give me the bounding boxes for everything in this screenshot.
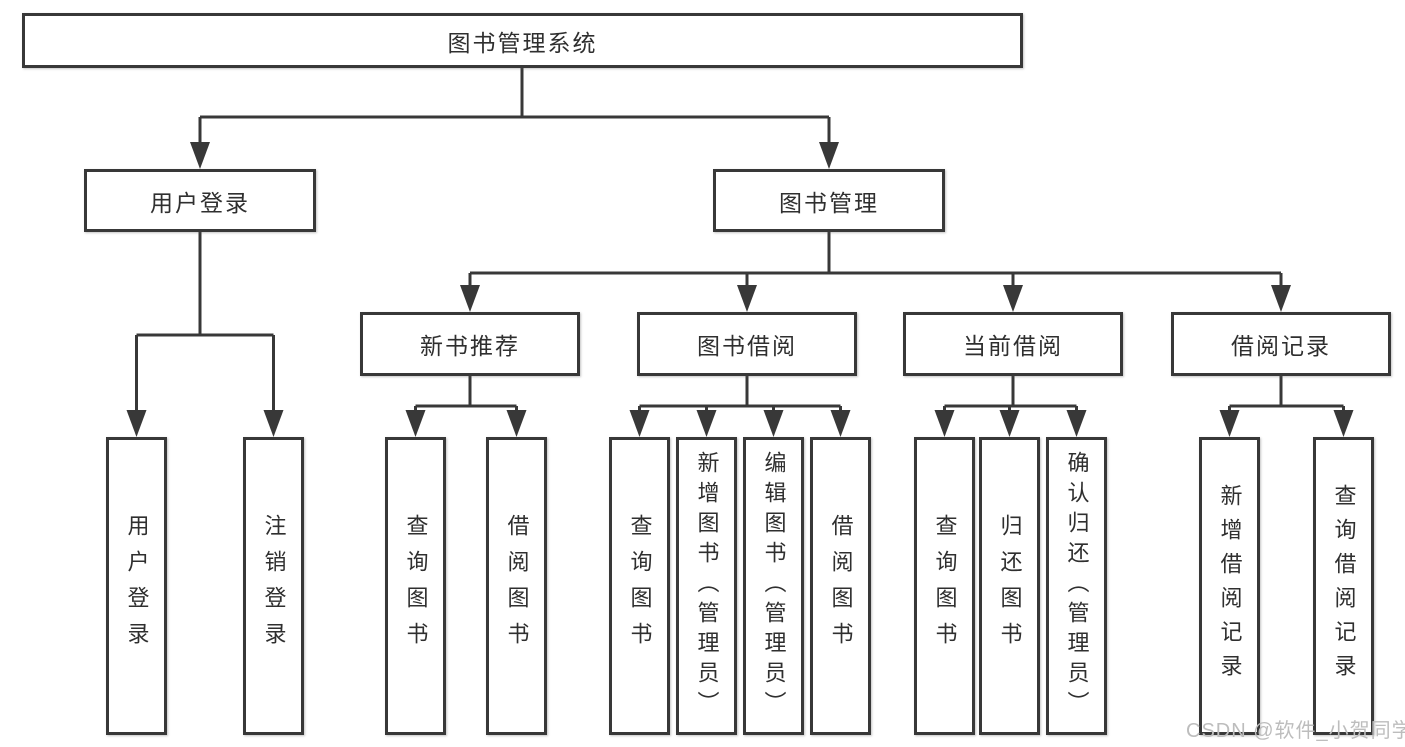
node-book-management: 图书管理	[713, 169, 945, 232]
arrowhead-down-icon	[763, 410, 784, 437]
node-leaf-query-book-current: 查询图书	[914, 437, 975, 735]
node-leaf-add-borrow-record: 新增借阅记录	[1199, 437, 1260, 735]
node-leaf-add-book-admin: 新增图书（管理员）	[676, 437, 737, 735]
arrowhead-down-icon	[1003, 285, 1023, 312]
node-leaf-user-login: 用户登录	[106, 437, 167, 735]
node-leaf-query-book-recommend: 查询图书	[385, 437, 446, 735]
arrowhead-down-icon	[405, 410, 426, 437]
node-leaf-query-borrow-record: 查询借阅记录	[1313, 437, 1374, 735]
arrowhead-down-icon	[830, 410, 851, 437]
node-user-login: 用户登录	[84, 169, 316, 232]
arrowhead-down-icon	[629, 410, 650, 437]
arrowhead-down-icon	[1066, 410, 1087, 437]
arrowhead-down-icon	[819, 142, 839, 169]
arrowhead-down-icon	[696, 410, 717, 437]
node-new-book-recommend: 新书推荐	[360, 312, 580, 376]
arrowhead-down-icon	[1271, 285, 1291, 312]
node-leaf-confirm-return-admin: 确认归还（管理员）	[1046, 437, 1107, 735]
node-leaf-query-book-borrow: 查询图书	[609, 437, 670, 735]
arrowhead-down-icon	[1219, 410, 1240, 437]
watermark: CSDN @软件_小贺同学	[1186, 720, 1405, 742]
arrowhead-down-icon	[126, 410, 147, 437]
node-leaf-borrow-book-recommend: 借阅图书	[486, 437, 547, 735]
arrowhead-down-icon	[460, 285, 480, 312]
arrowhead-down-icon	[737, 285, 757, 312]
node-leaf-return-book: 归还图书	[979, 437, 1040, 735]
node-current-borrowing: 当前借阅	[903, 312, 1123, 376]
node-leaf-borrow-book: 借阅图书	[810, 437, 871, 735]
node-root: 图书管理系统	[22, 13, 1023, 68]
arrowhead-down-icon	[263, 410, 284, 437]
node-leaf-edit-book-admin: 编辑图书（管理员）	[743, 437, 804, 735]
node-borrowing-records: 借阅记录	[1171, 312, 1391, 376]
arrowhead-down-icon	[1333, 410, 1354, 437]
arrowhead-down-icon	[506, 410, 527, 437]
arrowhead-down-icon	[190, 142, 210, 169]
arrowhead-down-icon	[999, 410, 1020, 437]
node-leaf-logout: 注销登录	[243, 437, 304, 735]
arrowhead-down-icon	[934, 410, 955, 437]
node-book-borrowing: 图书借阅	[637, 312, 857, 376]
